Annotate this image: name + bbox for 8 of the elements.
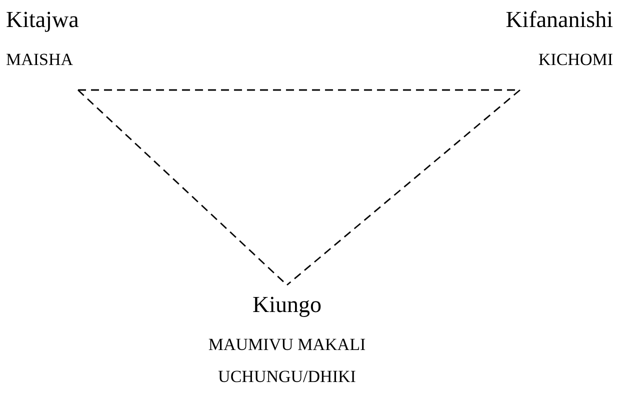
term-label: UCHUNGU/DHIKI bbox=[218, 367, 356, 387]
dashed-line bbox=[286, 89, 520, 286]
term-heading: Kifananishi bbox=[506, 6, 613, 34]
term-label: KICHOMI bbox=[538, 50, 613, 70]
term-heading: Kitajwa bbox=[6, 6, 79, 34]
term-label: MAISHA bbox=[6, 50, 74, 70]
term-heading: Kiungo bbox=[252, 291, 322, 319]
term-label: MAUMIVU MAKALI bbox=[208, 335, 366, 355]
